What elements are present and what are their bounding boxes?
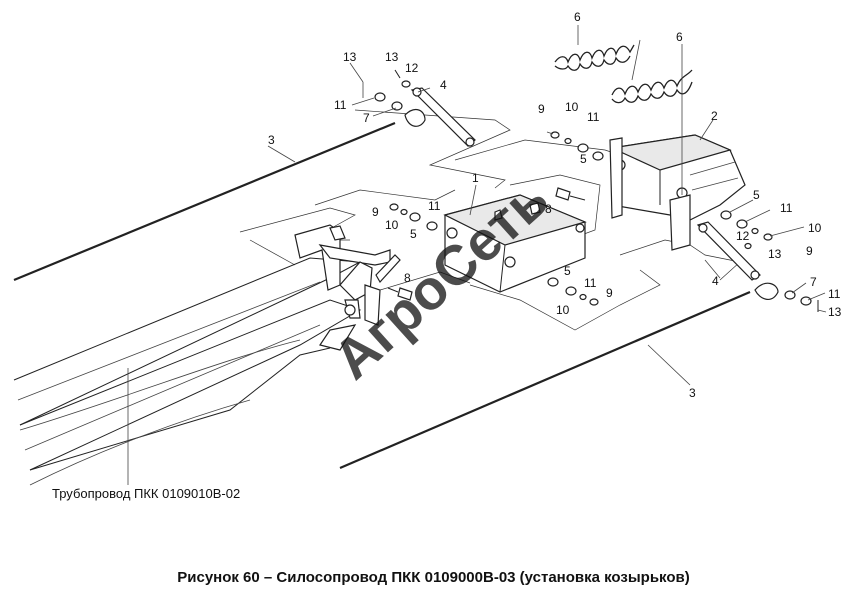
fasteners [362, 69, 819, 312]
pipe-label: Трубопровод ПКК 0109010В-02 [52, 486, 240, 501]
assembly-guide-lines [239, 109, 741, 331]
callout-12-a: 12 [405, 61, 419, 75]
callout-1: 1 [472, 171, 479, 185]
callout-9-b: 9 [372, 205, 379, 219]
callout-10-d: 10 [556, 303, 570, 317]
callout-10-a: 10 [565, 100, 579, 114]
callout-12-b: 12 [736, 229, 750, 243]
callout-3-bottom: 3 [689, 386, 696, 400]
callout-10-c: 10 [808, 221, 822, 235]
part-6-springs [554, 25, 693, 195]
part-4-arms [410, 87, 761, 281]
callout-5-b: 5 [753, 188, 760, 202]
part-2-hood [609, 134, 746, 251]
callout-13-a: 13 [343, 50, 357, 64]
callout-6-right: 6 [676, 30, 683, 44]
callout-13-b: 13 [385, 50, 399, 64]
callout-6-left: 6 [574, 10, 581, 24]
callout-8-top: 8 [545, 202, 552, 216]
callout-11-f: 11 [828, 287, 841, 301]
callout-2: 2 [711, 109, 718, 123]
figure-caption: Рисунок 60 – Силосопровод ПКК 0109000В-0… [177, 569, 690, 586]
callout-5-a: 5 [580, 152, 587, 166]
callout-11-a: 11 [334, 98, 347, 112]
assembly-drawing: Трубопровод ПКК 0109010В-02 [13, 10, 842, 501]
callout-9-a: 9 [538, 102, 545, 116]
callout-4-bottom: 4 [712, 274, 719, 288]
callout-7-bottom: 7 [810, 275, 817, 289]
callout-3-top: 3 [268, 133, 275, 147]
callout-8-bottom: 8 [404, 271, 411, 285]
callout-11-e: 11 [584, 276, 597, 290]
callout-9-c: 9 [806, 244, 813, 258]
pipe-assembly: Трубопровод ПКК 0109010В-02 [13, 224, 401, 501]
callout-11-b: 11 [587, 110, 600, 124]
callout-numbers: 6 6 13 13 12 4 11 7 9 10 11 2 3 5 1 5 11… [268, 10, 842, 400]
part-1-box [443, 194, 587, 293]
callout-5-c: 5 [410, 227, 417, 241]
callout-7-top: 7 [363, 111, 370, 125]
callout-4-top: 4 [440, 78, 447, 92]
rod-parts [13, 121, 751, 470]
callout-5-d: 5 [564, 264, 571, 278]
callout-9-d: 9 [606, 286, 613, 300]
callout-13-d: 13 [828, 305, 842, 319]
callout-11-d: 11 [780, 201, 793, 215]
leader-lines [349, 62, 827, 313]
callout-13-c: 13 [768, 247, 782, 261]
callout-10-b: 10 [385, 218, 399, 232]
callout-11-c: 11 [428, 199, 441, 213]
